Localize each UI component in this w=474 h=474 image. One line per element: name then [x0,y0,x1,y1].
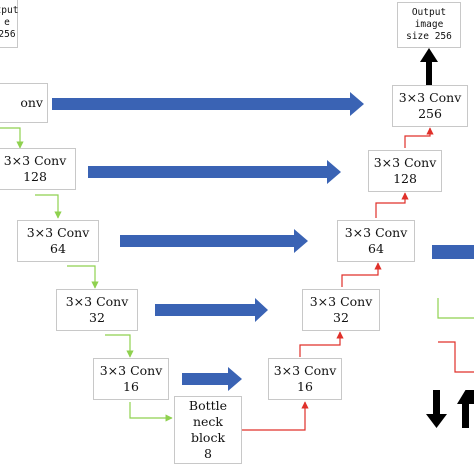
input-size-line2: e [4,17,10,28]
skip-arrow-256 [52,92,364,116]
decoder-block-64-label: 3×3 Conv [344,225,408,240]
down-link-4 [105,334,134,358]
skip-arrow-64 [120,229,308,253]
output-size-line1: Output [411,7,447,18]
down-arrow-icon [426,390,447,428]
decoder-block-32-label: 3×3 Conv [309,294,373,309]
up-arrow-icon [457,390,474,428]
up-link-partial [438,341,474,373]
decoder-block-256-label: 3×3 Conv [398,90,462,105]
encoder-block-16-size: 16 [123,379,139,394]
up-link-4 [375,192,409,218]
output-size-line3: size 256 [406,31,452,42]
skip-arrow-16 [182,367,242,391]
output-arrows [420,48,474,428]
encoder-block-256: onv [0,83,48,123]
decoder-block-64: 3×3 Conv 64 [337,220,415,262]
encoder-block-128-size: 128 [23,169,47,184]
skip-arrow-partial [432,245,474,259]
up-link-1 [242,401,309,431]
encoder-block-32: 3×3 Conv 32 [56,289,138,331]
down-link-3 [67,265,99,289]
down-path [0,127,474,422]
decoder-block-16-size: 16 [297,379,313,394]
decoder-block-256-size: 256 [418,106,442,121]
up-link-3 [341,262,382,287]
input-size-label: tput e 256 [0,0,18,48]
encoder-block-256-label: onv [20,95,43,110]
decoder-block-128: 3×3 Conv 128 [368,150,442,192]
up-link-5 [404,127,434,148]
decoder-block-128-size: 128 [393,171,417,186]
decoder-block-16-label: 3×3 Conv [273,363,337,378]
down-link-2 [35,194,62,219]
bottleneck-line4: 8 [204,446,212,461]
encoder-block-128: 3×3 Conv 128 [0,148,76,190]
up-link-2 [299,331,344,357]
encoder-block-32-size: 32 [89,310,105,325]
input-size-line3: 256 [0,29,16,40]
encoder-block-64-label: 3×3 Conv [26,225,90,240]
encoder-block-16: 3×3 Conv 16 [93,358,169,400]
down-link-5 [129,402,173,422]
decoder-block-64-size: 64 [368,241,384,256]
skip-arrow-128 [88,160,341,184]
down-link-1 [0,127,24,149]
encoder-block-64-size: 64 [50,241,66,256]
output-arrow-up-icon [420,48,438,85]
up-path [242,127,474,431]
bottleneck-line3: block [190,430,226,445]
decoder-block-32-size: 32 [333,310,349,325]
skip-arrow-32 [155,298,268,322]
decoder-block-16: 3×3 Conv 16 [268,358,342,400]
encoder-block-16-label: 3×3 Conv [99,363,163,378]
decoder-block-32: 3×3 Conv 32 [302,289,380,331]
decoder-block-256: 3×3 Conv 256 [392,85,468,127]
decoder-block-128-label: 3×3 Conv [373,155,437,170]
output-size-line2: image [414,19,444,30]
bottleneck-line1: Bottle [188,398,228,413]
encoder-block-128-label: 3×3 Conv [3,153,67,168]
encoder-block-64: 3×3 Conv 64 [17,220,99,262]
output-size-label: Output image size 256 [397,2,461,48]
bottleneck-line2: neck [192,414,224,429]
input-size-line1: tput [0,5,19,16]
down-link-partial [437,298,474,319]
encoder-block-32-label: 3×3 Conv [65,294,129,309]
skip-connections [52,92,474,391]
bottleneck-block: Bottle neck block 8 [174,396,242,464]
